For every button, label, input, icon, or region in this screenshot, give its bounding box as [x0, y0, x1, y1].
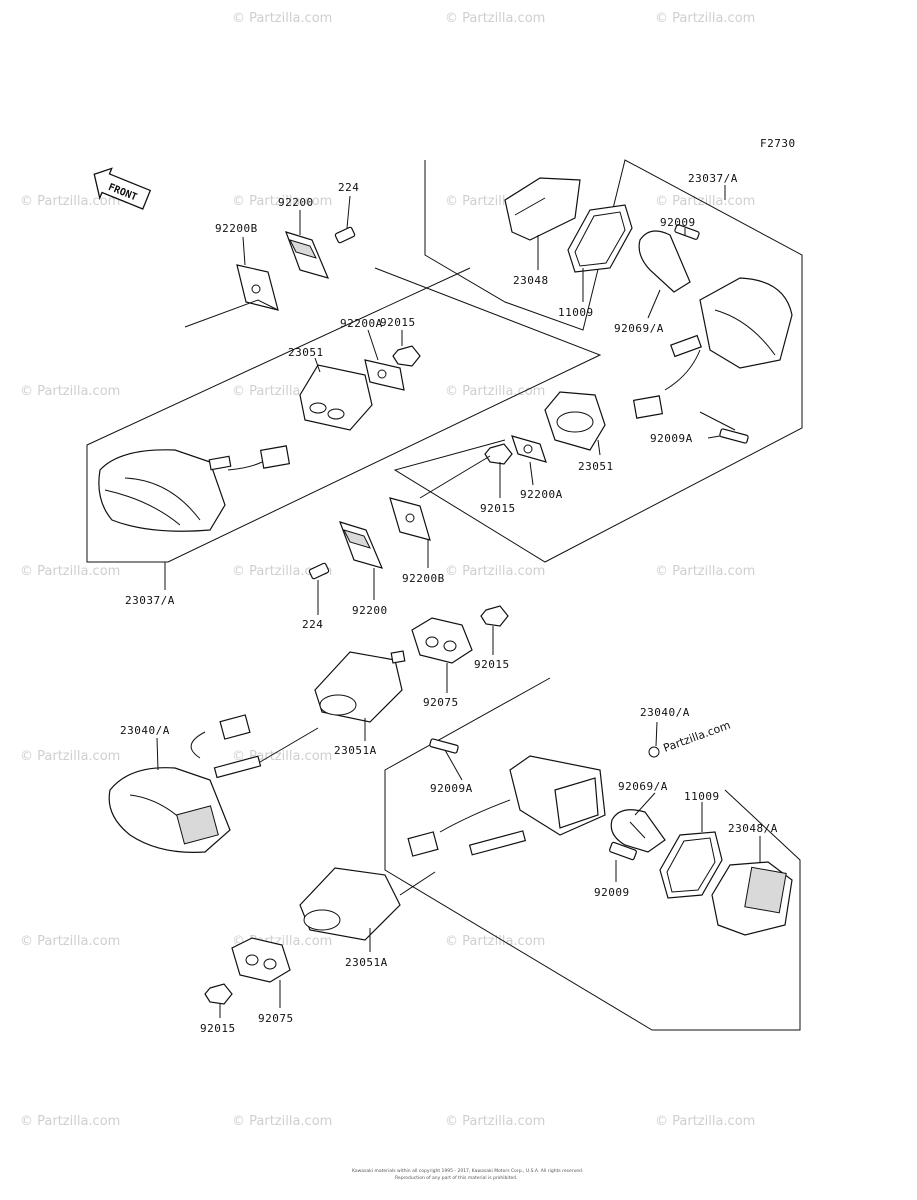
screw-92009a-lower	[429, 738, 459, 754]
callout-label: 92009A	[650, 432, 693, 445]
callout-label: 23051	[288, 346, 324, 359]
housing-lower-right	[407, 755, 606, 857]
callout-label: 92015	[474, 658, 510, 671]
watermark: © Partzilla.com	[232, 564, 332, 579]
group-outline-lower-right	[384, 677, 801, 1031]
callout-label: 23048/A	[728, 822, 778, 835]
watermark: © Partzilla.com	[232, 1114, 332, 1129]
callout-label: 23048	[513, 274, 549, 287]
bracket-92200b-upper	[236, 264, 279, 311]
bracket-92200b-lower	[389, 497, 431, 541]
plate-92200a-upper	[364, 359, 405, 391]
watermark: © Partzilla.com	[20, 194, 120, 209]
bracket-92200-lower	[339, 521, 384, 569]
watermark: © Partzilla.com	[20, 1114, 120, 1129]
screw-92009a-right	[719, 428, 749, 444]
front-arrow-icon: FRONT	[93, 167, 152, 210]
turn-signal-23037-right	[632, 277, 793, 419]
screw-92009-right-upper	[674, 224, 700, 240]
watermark: © Partzilla.com	[20, 934, 120, 949]
rubber-mount-23051-upper	[299, 364, 373, 431]
watermark: © Partzilla.com	[232, 194, 332, 209]
screw-224-lower	[308, 562, 330, 580]
callout-label: 23051A	[334, 744, 377, 757]
stamp-text: Partzilla.com	[662, 719, 733, 755]
callout-label: 92069/A	[618, 780, 668, 793]
rubber-92075-lower	[231, 937, 291, 983]
callout-label: 92200A	[340, 317, 383, 330]
gasket-11009-lower	[659, 831, 723, 899]
nut-92015-lower	[204, 983, 233, 1005]
lens-23048a-lower	[711, 861, 793, 936]
callout-label: 92009	[594, 886, 630, 899]
watermark: © Partzilla.com	[445, 1114, 545, 1129]
turn-signal-23037-left	[98, 445, 291, 532]
callout-label: 11009	[558, 306, 594, 319]
watermark: © Partzilla.com	[445, 934, 545, 949]
gasket-11009-right	[567, 204, 633, 273]
leader-lines	[156, 185, 761, 1018]
callout-label: 92015	[380, 316, 416, 329]
nut-92015-middle	[480, 605, 509, 627]
callout-label: 11009	[684, 790, 720, 803]
callout-label: 23040/A	[640, 706, 690, 719]
watermark: © Partzilla.com	[20, 564, 120, 579]
callout-label: 92075	[423, 696, 459, 709]
callout-label: 23040/A	[120, 724, 170, 737]
screw-92009-lower	[609, 841, 637, 861]
callout-label: 23051	[578, 460, 614, 473]
callout-label: 92009	[660, 216, 696, 229]
plate-92200a-right	[511, 435, 547, 463]
callout-label: 92200	[278, 196, 314, 209]
callout-label: 23051A	[345, 956, 388, 969]
turn-signal-23040-left	[108, 714, 262, 853]
callout-label: 23037/A	[125, 594, 175, 607]
watermark: © Partzilla.com	[655, 1114, 755, 1129]
bulb-92069-lower	[610, 809, 666, 853]
group-outline-upper-right	[393, 159, 803, 563]
copyright-footer: Reproduction of any part of this materia…	[395, 1175, 517, 1181]
callout-label: 92200B	[215, 222, 258, 235]
watermark: © Partzilla.com	[655, 11, 755, 26]
lens-23048-right	[504, 177, 581, 241]
bulb-92069-right	[638, 230, 691, 293]
watermark-layer: © Partzilla.com © Partzilla.com © Partzi…	[20, 11, 755, 1129]
rubber-mount-23051a-middle	[314, 650, 406, 723]
callout-label: 92200	[352, 604, 388, 617]
watermark: © Partzilla.com	[445, 564, 545, 579]
stamp: Partzilla.com	[662, 719, 733, 755]
callout-labels: 224 92200 92200B 92015 92200A 23051 2303…	[120, 172, 778, 1035]
watermark: © Partzilla.com	[655, 564, 755, 579]
callout-label: 92200A	[520, 488, 563, 501]
callout-label: 23037/A	[688, 172, 738, 185]
callout-label: 224	[302, 618, 323, 631]
group-outline-upper-left	[86, 267, 602, 563]
watermark: © Partzilla.com	[232, 11, 332, 26]
callout-label: 224	[338, 181, 359, 194]
callout-label: 92015	[200, 1022, 236, 1035]
rubber-mount-23051-right	[544, 391, 606, 451]
nut-92015-right	[484, 443, 513, 465]
callout-label: 92015	[480, 502, 516, 515]
watermark: © Partzilla.com	[655, 194, 755, 209]
callout-label: 92200B	[402, 572, 445, 585]
watermark: © Partzilla.com	[20, 749, 120, 764]
watermark: © Partzilla.com	[445, 11, 545, 26]
watermark: © Partzilla.com	[20, 384, 120, 399]
copyright-footer: Kawasaki materials within all copyright …	[352, 1168, 583, 1174]
nut-92015-upper	[392, 345, 421, 367]
screw-224-upper	[334, 226, 356, 244]
callout-label: 92069/A	[614, 322, 664, 335]
bracket-92200-upper	[285, 231, 330, 279]
watermark: © Partzilla.com	[445, 384, 545, 399]
figure-code: F2730	[760, 137, 796, 150]
washer-23040-a	[648, 746, 660, 758]
rubber-92075-middle	[411, 617, 473, 664]
callout-label: 92075	[258, 1012, 294, 1025]
callout-label: 92009A	[430, 782, 473, 795]
rubber-mount-23051a-lower	[299, 867, 401, 941]
